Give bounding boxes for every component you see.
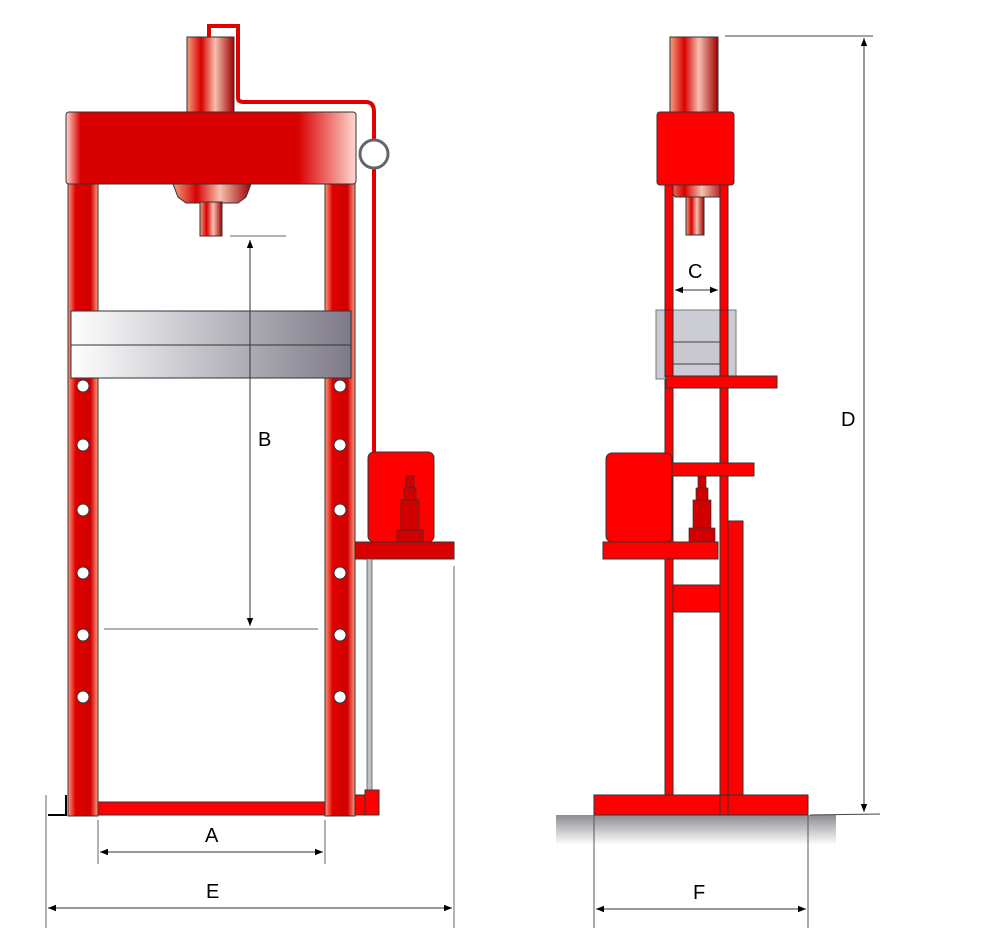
front-view: B A E (45, 24, 455, 928)
dimension-f-label: F (693, 882, 705, 904)
hydraulic-hose (207, 24, 376, 455)
dimension-c-label: C (688, 261, 702, 283)
side-rear-column (719, 184, 729, 816)
right-column (324, 179, 356, 817)
dimension-b-label: B (258, 429, 271, 451)
pressure-gauge-icon (358, 138, 390, 170)
side-head (656, 111, 735, 186)
floor (556, 815, 836, 845)
side-pump-reservoir (605, 452, 673, 543)
ram-collar (172, 183, 252, 204)
dimension-a-label: A (205, 825, 219, 847)
dimension-d-label: D (841, 409, 855, 431)
ram-piston (199, 201, 223, 237)
side-view: C D F (556, 35, 881, 928)
pump-shelf (354, 541, 455, 560)
pump-handle (366, 558, 373, 793)
column-holes (76, 379, 347, 704)
dimension-e-label: E (206, 881, 219, 903)
top-crossbeam (65, 111, 357, 185)
side-base (593, 794, 809, 816)
left-column (67, 179, 99, 817)
hydraulic-cylinder (186, 36, 235, 113)
bottom-bar (97, 801, 326, 816)
side-handle-post (727, 520, 744, 798)
side-cylinder (669, 36, 719, 114)
